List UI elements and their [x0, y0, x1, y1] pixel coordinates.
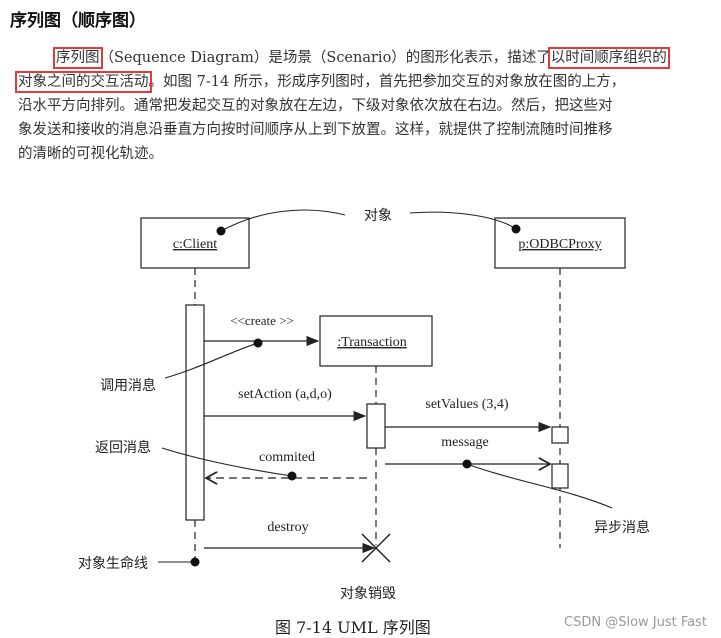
paragraph-text: 。如图 7-14 所示，形成序列图时，首先把参加交互的对象放在图的上方， [148, 74, 626, 90]
set-action-label: setAction (a,d,o) [238, 387, 332, 402]
object-leader-right [409, 211, 517, 230]
create-message-label: <<create >> [230, 313, 294, 328]
lifeline-annotation: 对象生命线 [78, 555, 148, 572]
destroy-message-label: destroy [267, 520, 308, 535]
paragraph-line-1: 序列图（Sequence Diagram）是场景（Scenario）的图形化表示… [53, 46, 670, 70]
highlight-interaction: 对象之间的交互活动 [15, 71, 152, 93]
proxy-activation-2 [551, 463, 569, 489]
paragraph-line-5: 的清晰的可视化轨迹。 [18, 146, 163, 162]
highlight-sequence-diagram: 序列图 [53, 47, 103, 69]
async-message-leader [466, 463, 613, 509]
paragraph-line-2: 对象之间的交互活动。如图 7-14 所示，形成序列图时，首先把参加交互的对象放在… [15, 70, 626, 94]
proxy-activation-1 [551, 426, 569, 444]
async-message-annotation: 异步消息 [594, 519, 650, 536]
return-message-annotation: 返回消息 [95, 439, 151, 456]
object-leader-dot [511, 224, 521, 234]
proxy-object-label: p:ODBCProxy [518, 237, 601, 252]
object-leader-left [220, 209, 346, 232]
paragraph-line-3: 沿水平方向排列。通常把发起交互的对象放在左边，下级对象依次放在右边。然后，把这些… [18, 98, 613, 114]
destruction-mark [361, 533, 391, 563]
client-activation-bar [185, 304, 205, 521]
watermark: CSDN @Slow Just Fast [564, 615, 707, 630]
call-message-leader [164, 342, 259, 379]
object-leader-dot [216, 226, 226, 236]
highlight-time-order: 以时间顺序组织的 [547, 47, 670, 69]
page-heading: 序列图（顺序图） [10, 11, 146, 31]
figure-caption: 图 7-14 UML 序列图 [275, 618, 431, 637]
lifeline-dot [190, 557, 200, 567]
transaction-activation-bar [366, 403, 386, 449]
call-message-dot [253, 338, 263, 348]
paragraph-text: （Sequence Diagram）是场景（Scenario）的图形化表示，描述… [99, 50, 551, 66]
set-values-label: setValues (3,4) [425, 397, 509, 412]
call-message-annotation: 调用消息 [100, 377, 156, 394]
destruction-annotation: 对象销毁 [340, 586, 396, 602]
return-message-leader [161, 447, 293, 477]
object-annotation: 对象 [364, 208, 392, 224]
client-object-label: c:Client [173, 237, 217, 252]
return-message-label: commited [259, 450, 315, 465]
transaction-object-label: :Transaction [337, 335, 406, 350]
async-message-label: message [441, 435, 488, 450]
async-message-dot [462, 459, 472, 469]
return-message-dot [287, 471, 297, 481]
paragraph-line-4: 象发送和接收的消息沿垂直方向按时间顺序从上到下放置。这样，就提供了控制流随时间推… [18, 122, 613, 138]
